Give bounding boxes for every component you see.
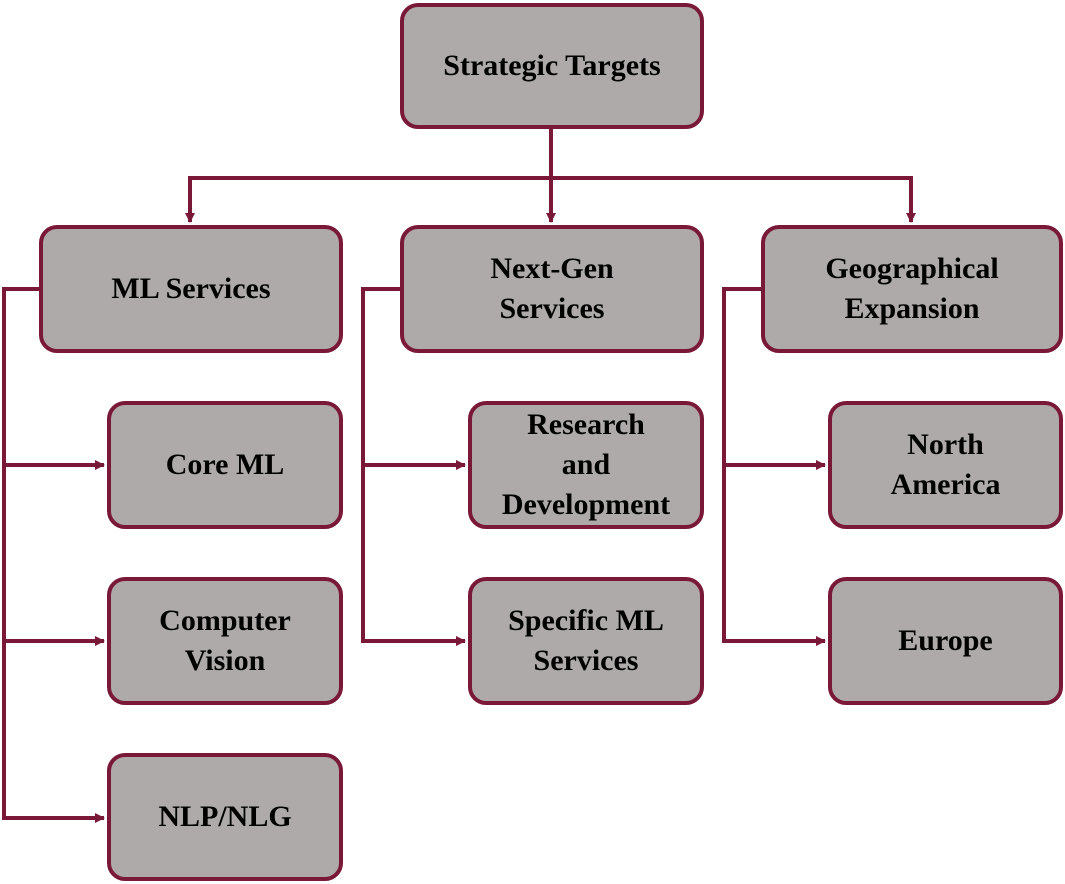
specific-ml-services-node: Specific ML Services bbox=[468, 577, 704, 705]
geographical-expansion-node: Geographical Expansion bbox=[761, 225, 1063, 353]
next-gen-services-node: Next-Gen Services bbox=[400, 225, 704, 353]
core-ml-node: Core ML bbox=[107, 401, 343, 529]
next-gen-rail-line bbox=[361, 287, 402, 643]
ml-services-node: ML Services bbox=[39, 225, 343, 353]
europe-node: Europe bbox=[828, 577, 1063, 705]
research-and-development-node: Research and Development bbox=[468, 401, 704, 529]
north-america-node: North America bbox=[828, 401, 1063, 529]
computer-vision-node: Computer Vision bbox=[107, 577, 343, 705]
geo-rail-line bbox=[722, 287, 763, 643]
ml-services-rail-line bbox=[2, 287, 41, 818]
strategic-targets-node: Strategic Targets bbox=[400, 3, 704, 129]
nlp-nlg-node: NLP/NLG bbox=[107, 753, 343, 881]
